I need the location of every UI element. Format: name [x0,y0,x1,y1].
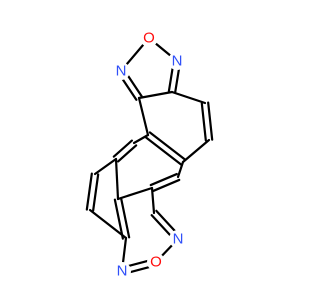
atom-n: N [169,230,187,248]
bond-line [117,144,138,163]
atom-label: O [150,254,162,271]
atom-label: N [172,53,183,70]
bond-line [207,101,214,141]
atom-n: N [113,262,131,280]
atom-label: N [117,263,128,280]
bond-layer [85,36,214,276]
atom-n: N [168,52,186,70]
bond-line [170,90,207,105]
atom-o: O [147,253,165,271]
atom-label-background [113,262,131,280]
bond-line [85,172,93,211]
bond-line [88,208,128,240]
atom-label-background [147,253,165,271]
bond-line [93,157,118,176]
bond-line [200,102,207,142]
atom-label-background [168,52,186,70]
bond-line [114,157,120,201]
bond-line [176,160,185,179]
bond-line [116,186,154,201]
atom-label-background [169,230,187,248]
bond-line [132,133,150,145]
atom-n: N [112,62,130,80]
bond-line [152,178,181,193]
atom-label-background [140,29,158,47]
bond-line [92,173,100,212]
atom-label: N [173,231,184,248]
atom-label: O [143,30,155,47]
atom-label: N [116,63,127,80]
bond-line [137,96,150,137]
bond-line [137,90,174,100]
bond-line [120,197,131,239]
bond-line [181,138,211,164]
bond-line [148,131,187,161]
bond-line [112,139,133,158]
bond-line [113,198,124,240]
atom-o: O [140,29,158,47]
bond-line [144,136,183,166]
bond-line [150,186,156,215]
bond-line [149,172,178,187]
atom-label-background [112,62,130,80]
